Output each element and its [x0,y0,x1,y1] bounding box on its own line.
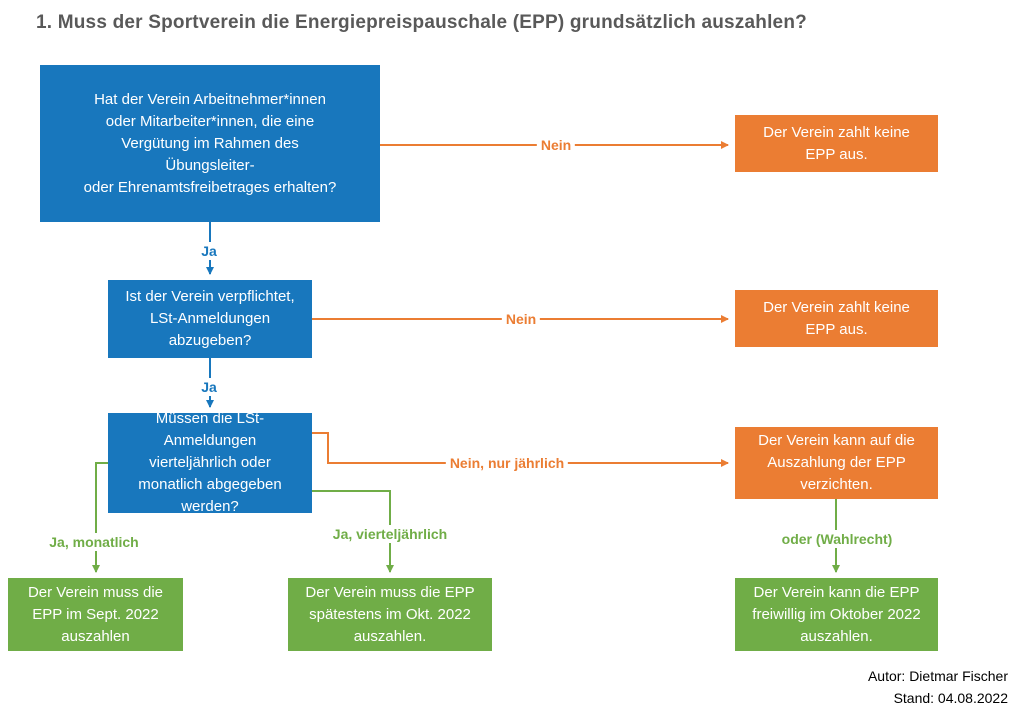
result-box-keine-epp-1: Der Verein zahlt keine EPP aus. [735,115,938,172]
edge-label-oder-wahlrecht: oder (Wahlrecht) [777,530,897,548]
edge-label-ja-monatlich: Ja, monatlich [45,533,143,551]
question-box-lst-verpflichtet: Ist der Verein verpflichtet, LSt-Anmeldu… [108,280,312,358]
edge-label-ja-2: Ja [197,378,221,396]
edge-label-ja-vierteljaehrlich: Ja, vierteljährlich [328,525,452,543]
edge-label-nein-1: Nein [536,136,576,154]
edge-label-nein-2: Nein [501,310,541,328]
question-box-arbeitnehmer: Hat der Verein Arbeitnehmer*innen oder M… [40,65,380,222]
question-box-lst-frequenz: Müssen die LSt- Anmeldungen vierteljährl… [108,410,312,515]
edge-label-ja-1: Ja [197,242,221,260]
result-box-sept-2022: Der Verein muss die EPP im Sept. 2022 au… [8,578,183,651]
result-box-keine-epp-2: Der Verein zahlt keine EPP aus. [735,290,938,347]
footer-date: Stand: 04.08.2022 [893,690,1008,706]
page-title: 1. Muss der Sportverein die Energiepreis… [36,12,807,33]
footer-credits: Autor: Dietmar Fischer Stand: 04.08.2022 [868,665,1008,709]
arrow-ja-vierteljaehrlich [312,490,394,573]
result-box-freiwillig-okt-2022: Der Verein kann die EPP freiwillig im Ok… [735,578,938,651]
result-box-okt-2022: Der Verein muss die EPP spätestens im Ok… [288,578,492,651]
edge-label-nein-nur-jaehrlich: Nein, nur jährlich [445,454,569,472]
arrow-ja-monatlich [92,462,108,573]
result-box-verzicht: Der Verein kann auf die Auszahlung der E… [735,427,938,499]
footer-author: Autor: Dietmar Fischer [867,668,1008,684]
